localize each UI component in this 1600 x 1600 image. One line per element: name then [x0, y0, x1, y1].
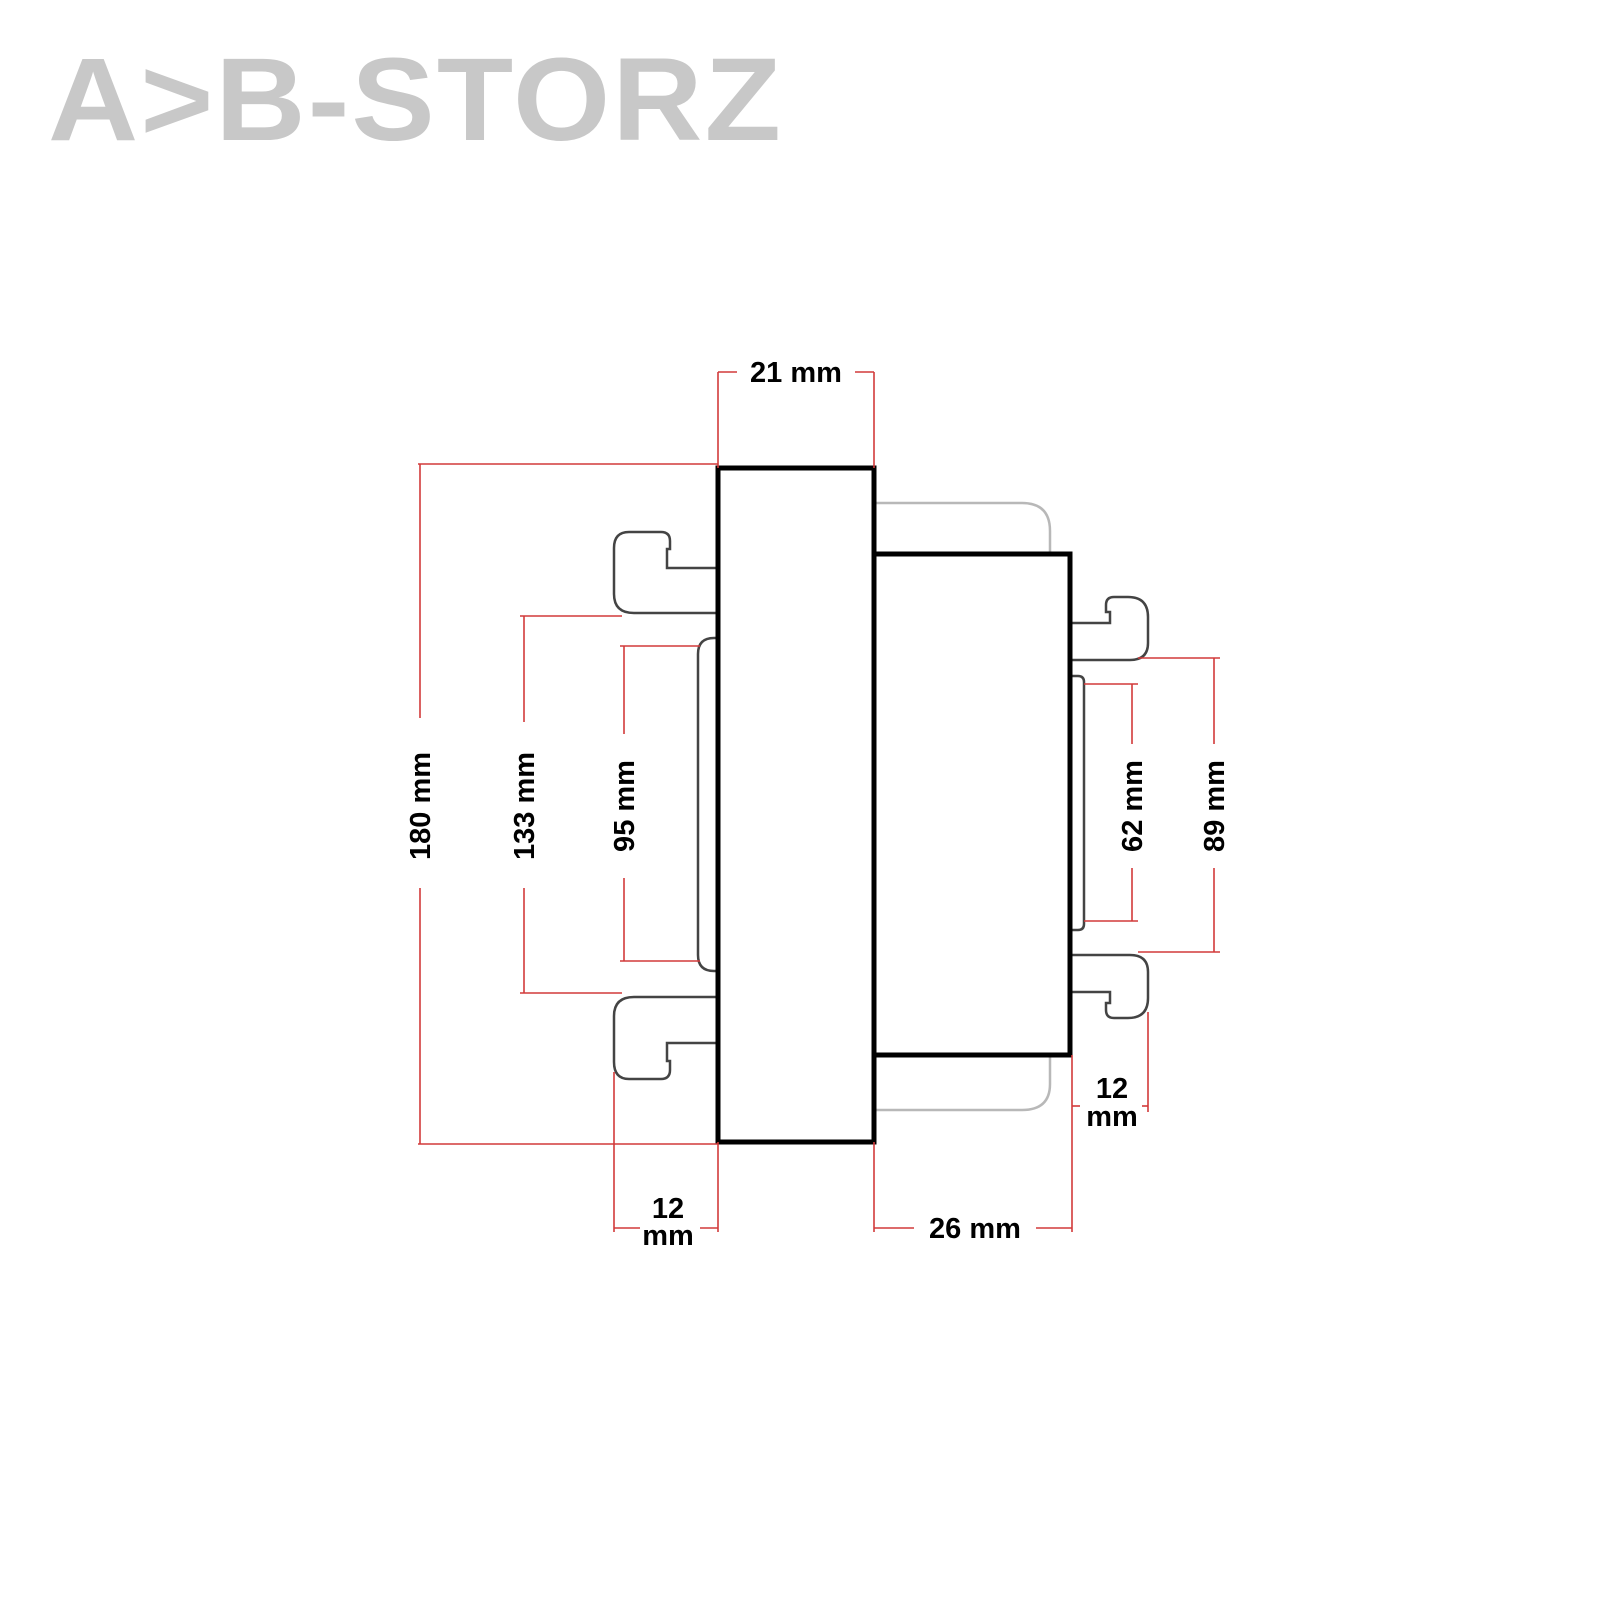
- dimension-26mm-label: 26 mm: [929, 1213, 1021, 1245]
- dimension-12mm-left-value: 12: [652, 1193, 684, 1225]
- dimension-89mm-label: 89 mm: [1199, 760, 1231, 852]
- right-coupling-claws: [1072, 595, 1150, 1020]
- dimension-21mm-label: 21 mm: [750, 357, 842, 389]
- dimension-lines: [418, 371, 1220, 1232]
- dimension-62mm-label: 62 mm: [1117, 760, 1149, 852]
- dimension-12mm-left-unit: mm: [642, 1220, 694, 1252]
- brand-logo-text: A>B-STORZ: [48, 34, 783, 166]
- dimension-12mm-right-unit: mm: [1086, 1101, 1138, 1133]
- flange-body: [715, 465, 877, 1145]
- outlet-body: [871, 551, 1073, 1058]
- dimension-95mm-label: 95 mm: [609, 760, 641, 852]
- left-coupling-claws: [612, 530, 718, 1081]
- dimension-180mm-label: 180 mm: [405, 752, 437, 860]
- dimension-12mm-right-value: 12: [1096, 1073, 1128, 1105]
- dimension-133mm-label: 133 mm: [509, 752, 541, 860]
